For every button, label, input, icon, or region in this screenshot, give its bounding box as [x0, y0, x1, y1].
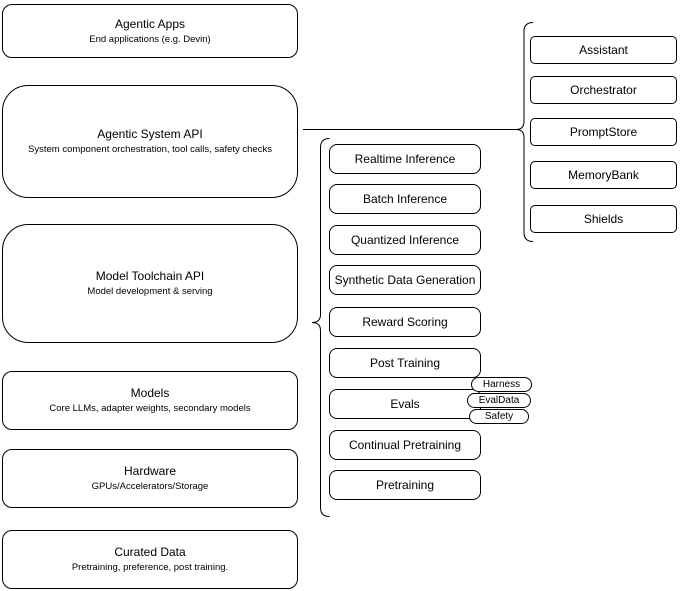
node-subtitle: Pretraining, preference, post training.	[71, 562, 229, 573]
node-label: Synthetic Data Generation	[334, 273, 476, 287]
node-label: Quantized Inference	[350, 233, 460, 247]
node-reward-scoring: Reward Scoring	[329, 307, 481, 337]
node-hardware: Hardware GPUs/Accelerators/Storage	[2, 449, 298, 508]
node-subtitle: Core LLMs, adapter weights, secondary mo…	[49, 403, 251, 414]
node-title: Curated Data	[114, 545, 186, 559]
node-title: Models	[130, 386, 170, 400]
tag-label: Harness	[482, 379, 521, 390]
node-realtime-inference: Realtime Inference	[329, 144, 481, 174]
node-label: Reward Scoring	[362, 315, 448, 329]
node-label: Orchestrator	[570, 83, 637, 97]
node-label: PromptStore	[569, 125, 638, 139]
node-orchestrator: Orchestrator	[530, 76, 677, 104]
node-label: MemoryBank	[568, 168, 639, 182]
tag-evaldata: EvalData	[467, 393, 531, 408]
node-assistant: Assistant	[530, 36, 677, 64]
node-promptstore: PromptStore	[530, 118, 677, 146]
node-subtitle: GPUs/Accelerators/Storage	[91, 481, 209, 492]
node-label: Realtime Inference	[354, 152, 456, 166]
node-model-toolchain-api: Model Toolchain API Model development & …	[2, 224, 298, 343]
node-label: Assistant	[579, 43, 628, 57]
node-label: Evals	[390, 397, 420, 411]
node-title: Hardware	[123, 464, 177, 478]
node-label: Shields	[583, 212, 624, 226]
tag-safety: Safety	[469, 409, 529, 424]
node-title: Agentic System API	[97, 127, 203, 141]
node-synthetic-data-generation: Synthetic Data Generation	[329, 265, 481, 295]
node-post-training: Post Training	[329, 348, 481, 378]
node-models: Models Core LLMs, adapter weights, secon…	[2, 371, 298, 430]
node-agentic-apps: Agentic Apps End applications (e.g. Devi…	[2, 4, 298, 58]
node-evals: Evals	[329, 389, 481, 419]
node-label: Pretraining	[375, 478, 435, 492]
node-continual-pretraining: Continual Pretraining	[329, 430, 481, 460]
node-label: Continual Pretraining	[348, 438, 462, 452]
node-curated-data: Curated Data Pretraining, preference, po…	[2, 530, 298, 589]
node-pretraining: Pretraining	[329, 470, 481, 500]
node-title: Model Toolchain API	[95, 269, 205, 283]
system-group-brace	[515, 22, 534, 242]
node-label: Batch Inference	[362, 192, 448, 206]
tag-label: Safety	[484, 411, 514, 422]
node-agentic-system-api: Agentic System API System component orch…	[2, 85, 298, 198]
tag-harness: Harness	[471, 377, 532, 392]
node-subtitle: End applications (e.g. Devin)	[89, 33, 211, 45]
node-title: Agentic Apps	[114, 16, 186, 31]
node-quantized-inference: Quantized Inference	[329, 225, 481, 255]
node-subtitle: Model development & serving	[87, 286, 213, 297]
node-label: Post Training	[369, 356, 441, 370]
tag-label: EvalData	[478, 395, 520, 406]
node-subtitle: System component orchestration, tool cal…	[28, 144, 272, 155]
node-memorybank: MemoryBank	[530, 161, 677, 189]
toolchain-group-brace	[311, 138, 330, 517]
node-shields: Shields	[530, 205, 677, 233]
node-batch-inference: Batch Inference	[329, 184, 481, 214]
